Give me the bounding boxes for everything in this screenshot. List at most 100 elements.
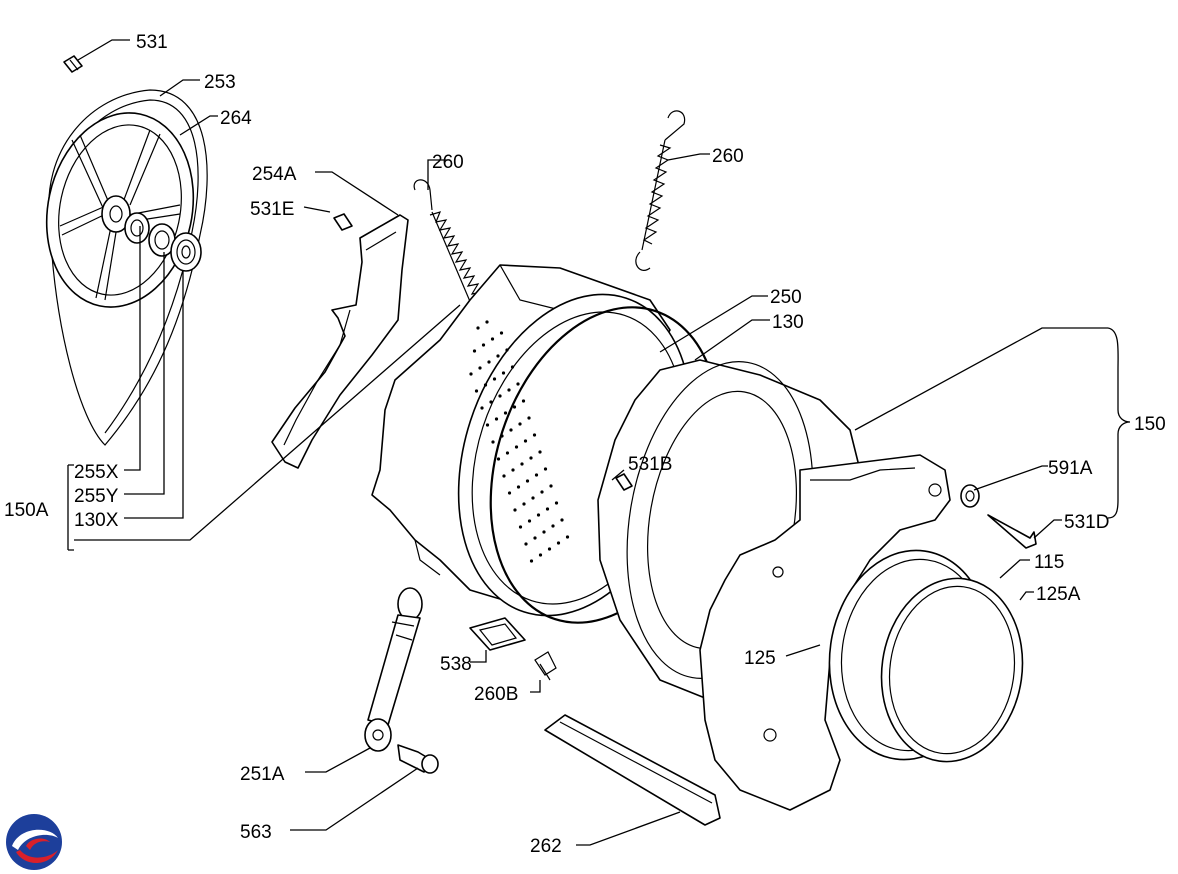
perforation-dot <box>503 411 508 415</box>
screw-531b <box>615 473 633 491</box>
washer-591a <box>960 484 980 508</box>
bolt-531d <box>987 514 1037 549</box>
perforation-dot <box>542 530 546 534</box>
label-531: 531 <box>136 32 168 53</box>
perforation-dot <box>474 389 479 393</box>
perforation-dot <box>510 365 515 369</box>
bearing-255x <box>124 212 150 244</box>
label-255y: 255Y <box>74 486 119 507</box>
perforation-dot <box>487 360 491 364</box>
brand-logo-icon <box>6 814 62 870</box>
perforation-dot <box>496 354 500 358</box>
perforation-dot <box>511 468 515 472</box>
perforation-dot <box>513 508 517 512</box>
label-262: 262 <box>530 836 562 857</box>
screw-531 <box>63 55 83 73</box>
perforation-dot <box>476 326 480 330</box>
perforation-dot <box>529 559 534 563</box>
perforation-dot <box>527 519 532 523</box>
clamp-ring-125a <box>880 577 1024 763</box>
perforation-dot <box>489 400 493 404</box>
label-150: 150 <box>1134 414 1166 435</box>
perforation-dot <box>491 440 495 444</box>
clip-260b <box>534 651 557 681</box>
perforation-dot <box>533 536 537 540</box>
perforation-dot <box>490 337 495 341</box>
perforation-dot <box>560 518 564 522</box>
label-531e: 531E <box>250 199 294 220</box>
perforation-dot <box>534 473 539 477</box>
perforation-dot <box>536 513 541 517</box>
front-counterweight <box>699 454 951 811</box>
label-115: 115 <box>1034 552 1064 573</box>
label-250: 250 <box>770 287 802 308</box>
label-130: 130 <box>772 312 804 333</box>
perforation-dot <box>529 456 533 460</box>
label-538: 538 <box>440 654 472 675</box>
spring-260-right <box>635 110 686 271</box>
label-125: 125 <box>744 648 776 669</box>
perforation-dot <box>525 479 530 483</box>
perforation-dot <box>483 383 488 387</box>
perforation-dot <box>480 406 484 410</box>
perforation-dot <box>478 366 482 370</box>
perforation-dot <box>507 388 511 392</box>
perforation-dot <box>523 439 528 443</box>
label-150a: 150A <box>4 500 49 521</box>
perforation-dot <box>492 377 497 381</box>
pulley-264 <box>45 112 195 308</box>
perforation-dot <box>514 445 519 449</box>
label-260-left: 260 <box>432 152 464 173</box>
perforation-dot <box>509 428 513 432</box>
perforation-dot <box>501 371 506 375</box>
perforation-dot <box>494 417 499 421</box>
perforation-dot <box>556 541 561 545</box>
perforation-dot <box>545 507 550 511</box>
label-260-right: 260 <box>712 146 744 167</box>
label-531b: 531B <box>628 454 672 475</box>
perforation-dot <box>472 349 477 353</box>
screw-531e <box>333 213 353 231</box>
bracket-254a <box>271 214 409 469</box>
perforation-dot <box>540 490 544 494</box>
label-264: 264 <box>220 108 252 129</box>
leader-lines <box>67 39 1131 846</box>
label-130x: 130X <box>74 510 119 531</box>
label-253: 253 <box>204 72 236 93</box>
label-563: 563 <box>240 822 272 843</box>
perforation-dot <box>499 331 504 335</box>
perforation-dot <box>547 547 552 551</box>
label-260b: 260B <box>474 684 518 705</box>
perforation-dot <box>565 535 570 539</box>
perforation-dot <box>516 485 521 489</box>
perforation-dot <box>532 433 537 437</box>
label-255x: 255X <box>74 462 119 483</box>
label-254a: 254A <box>252 164 297 185</box>
perforation-dot <box>518 422 522 426</box>
crossbar-262 <box>544 714 721 826</box>
perforation-dot <box>524 542 528 546</box>
perforation-dot <box>516 382 520 386</box>
perforation-dot <box>521 399 526 403</box>
perforation-dot <box>502 474 506 478</box>
callout-labels: 531 253 264 254A 531E 260 260 250 130 15… <box>4 32 1166 857</box>
perforation-dot <box>518 525 523 529</box>
perforation-dot <box>520 462 524 466</box>
shock-absorber-251a <box>364 587 423 752</box>
drum-perforations <box>469 320 570 563</box>
perforation-dot <box>505 451 510 455</box>
perforation-dot <box>505 348 509 352</box>
perforation-dot <box>531 496 535 500</box>
perforation-dot <box>507 491 512 495</box>
perforation-dot <box>498 394 502 398</box>
perforation-dot <box>481 343 486 347</box>
perforation-dot <box>512 405 517 409</box>
perforation-dot <box>522 502 526 506</box>
label-531d: 531D <box>1064 512 1109 533</box>
label-251a: 251A <box>240 764 285 785</box>
perforation-dot <box>551 524 555 528</box>
perforation-dot <box>485 423 490 427</box>
perforation-dot <box>549 484 553 488</box>
